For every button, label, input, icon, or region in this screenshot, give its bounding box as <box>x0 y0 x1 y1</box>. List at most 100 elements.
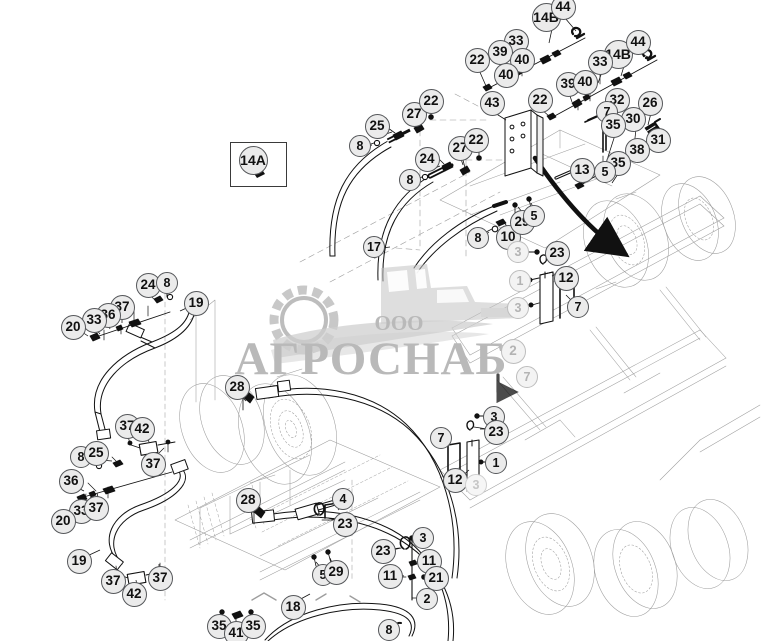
callout-label: 5 <box>530 208 538 223</box>
hose-19-upper-tail <box>94 411 112 441</box>
callout-balloon-4[interactable]: 4 <box>332 488 354 510</box>
callout-balloon-41[interactable]: 41 <box>223 620 249 641</box>
reference-arrow-small <box>496 373 519 404</box>
callout-label: 42 <box>134 421 150 437</box>
callout-balloon-42[interactable]: 42 <box>129 416 155 442</box>
callout-balloon-19[interactable]: 19 <box>183 290 209 316</box>
callout-balloon-37[interactable]: 37 <box>140 451 166 477</box>
callout-balloon-24[interactable]: 24 <box>414 146 440 172</box>
callout-label: 25 <box>88 445 104 461</box>
callout-label: 26 <box>642 95 658 111</box>
callout-balloon-1[interactable]: 1 <box>485 452 507 474</box>
hose-19-lower <box>104 459 189 571</box>
callout-balloon-24[interactable]: 24 <box>135 272 161 298</box>
callout-balloon-14A[interactable]: 14A <box>238 145 268 175</box>
callout-balloon-20[interactable]: 20 <box>50 508 76 534</box>
callout-balloon-23[interactable]: 23 <box>332 511 358 537</box>
callout-balloon-3[interactable]: 3 <box>465 474 487 496</box>
callout-balloon-2[interactable]: 2 <box>500 338 526 364</box>
callout-balloon-23[interactable]: 23 <box>544 240 570 266</box>
callout-label: 5 <box>601 164 609 179</box>
callout-label: 20 <box>65 319 81 335</box>
callout-label: 24 <box>140 277 156 293</box>
callout-balloon-36[interactable]: 36 <box>58 468 84 494</box>
callout-balloon-33[interactable]: 33 <box>587 49 613 75</box>
callout-balloon-39[interactable]: 39 <box>487 39 513 65</box>
callout-label: 12 <box>558 270 574 286</box>
callout-balloon-40[interactable]: 40 <box>493 62 519 88</box>
fasteners-5-29 <box>311 549 332 567</box>
callout-label: 35 <box>211 618 227 634</box>
callout-label: 1 <box>492 455 500 470</box>
callout-balloon-3[interactable]: 3 <box>412 527 434 549</box>
callout-balloon-20[interactable]: 20 <box>60 314 86 340</box>
callout-balloon-7[interactable]: 7 <box>430 427 452 449</box>
callout-balloon-8[interactable]: 8 <box>467 227 489 249</box>
callout-label: 11 <box>382 568 398 584</box>
callout-balloon-8[interactable]: 8 <box>378 619 400 641</box>
callout-balloon-5[interactable]: 5 <box>523 205 545 227</box>
callout-label: 1 <box>516 273 524 288</box>
bracket-43 <box>504 109 544 177</box>
fittings-27-22 <box>367 110 482 181</box>
callout-balloon-44[interactable]: 44 <box>550 0 576 20</box>
callout-label: 2 <box>423 591 431 606</box>
callout-balloon-35[interactable]: 35 <box>240 613 266 639</box>
callout-balloon-22[interactable]: 22 <box>418 88 444 114</box>
callout-balloon-22[interactable]: 22 <box>463 127 489 153</box>
callout-balloon-8[interactable]: 8 <box>349 135 371 157</box>
callout-balloon-3[interactable]: 3 <box>507 297 529 319</box>
callout-label: 33 <box>592 54 608 70</box>
callout-balloon-25[interactable]: 25 <box>364 113 390 139</box>
callout-label: 13 <box>574 162 590 178</box>
callout-label: 3 <box>490 409 498 424</box>
callout-balloon-25[interactable]: 25 <box>83 440 109 466</box>
callout-balloon-37[interactable]: 37 <box>100 568 126 594</box>
callout-balloon-7[interactable]: 7 <box>567 296 589 318</box>
callout-balloon-37[interactable]: 37 <box>147 565 173 591</box>
callout-label: 8 <box>163 275 171 290</box>
callout-balloon-22[interactable]: 22 <box>464 47 490 73</box>
callout-balloon-27[interactable]: 27 <box>401 101 427 127</box>
callout-label: 42 <box>126 586 142 602</box>
callout-balloon-12[interactable]: 12 <box>553 265 579 291</box>
callout-label: 31 <box>650 132 666 148</box>
callout-label: 23 <box>549 245 565 261</box>
callout-balloon-12[interactable]: 12 <box>442 467 468 493</box>
callout-balloon-29[interactable]: 29 <box>323 559 349 585</box>
callout-balloon-28[interactable]: 28 <box>235 487 261 513</box>
callout-balloon-8[interactable]: 8 <box>156 272 178 294</box>
callout-balloon-17[interactable]: 17 <box>363 236 385 258</box>
callout-balloon-1[interactable]: 1 <box>509 270 531 292</box>
callout-label: 8 <box>385 622 393 637</box>
callout-balloon-43[interactable]: 43 <box>479 90 505 116</box>
callout-label: 23 <box>337 516 353 532</box>
callout-label: 18 <box>285 599 301 615</box>
callout-balloon-13[interactable]: 13 <box>569 157 595 183</box>
callout-balloon-23[interactable]: 23 <box>370 538 396 564</box>
callout-label: 22 <box>532 92 548 108</box>
callout-label: 28 <box>229 379 245 395</box>
callout-label: 8 <box>474 230 482 245</box>
callout-balloon-40[interactable]: 40 <box>572 69 598 95</box>
callout-label: 37 <box>152 570 168 586</box>
callout-balloon-28[interactable]: 28 <box>224 374 250 400</box>
callout-balloon-8[interactable]: 8 <box>399 169 421 191</box>
callout-balloon-35[interactable]: 35 <box>600 112 626 138</box>
callout-balloon-22[interactable]: 22 <box>527 87 553 113</box>
callout-balloon-7[interactable]: 7 <box>516 366 538 388</box>
callout-balloon-44[interactable]: 44 <box>625 29 651 55</box>
callout-balloon-23[interactable]: 23 <box>483 419 509 445</box>
callout-label: 30 <box>625 111 641 127</box>
callout-balloon-37[interactable]: 37 <box>83 495 109 521</box>
callout-label: 43 <box>484 95 500 111</box>
callout-balloon-2[interactable]: 2 <box>416 588 438 610</box>
callout-balloon-21[interactable]: 21 <box>423 565 449 591</box>
callout-balloon-19[interactable]: 19 <box>66 548 92 574</box>
callout-balloon-5[interactable]: 5 <box>594 161 616 183</box>
callout-balloon-18[interactable]: 18 <box>280 594 306 620</box>
callout-balloon-11[interactable]: 11 <box>377 563 403 589</box>
callout-balloon-31[interactable]: 31 <box>645 127 671 153</box>
callout-balloon-3[interactable]: 3 <box>507 241 529 263</box>
callout-balloon-42[interactable]: 42 <box>121 581 147 607</box>
